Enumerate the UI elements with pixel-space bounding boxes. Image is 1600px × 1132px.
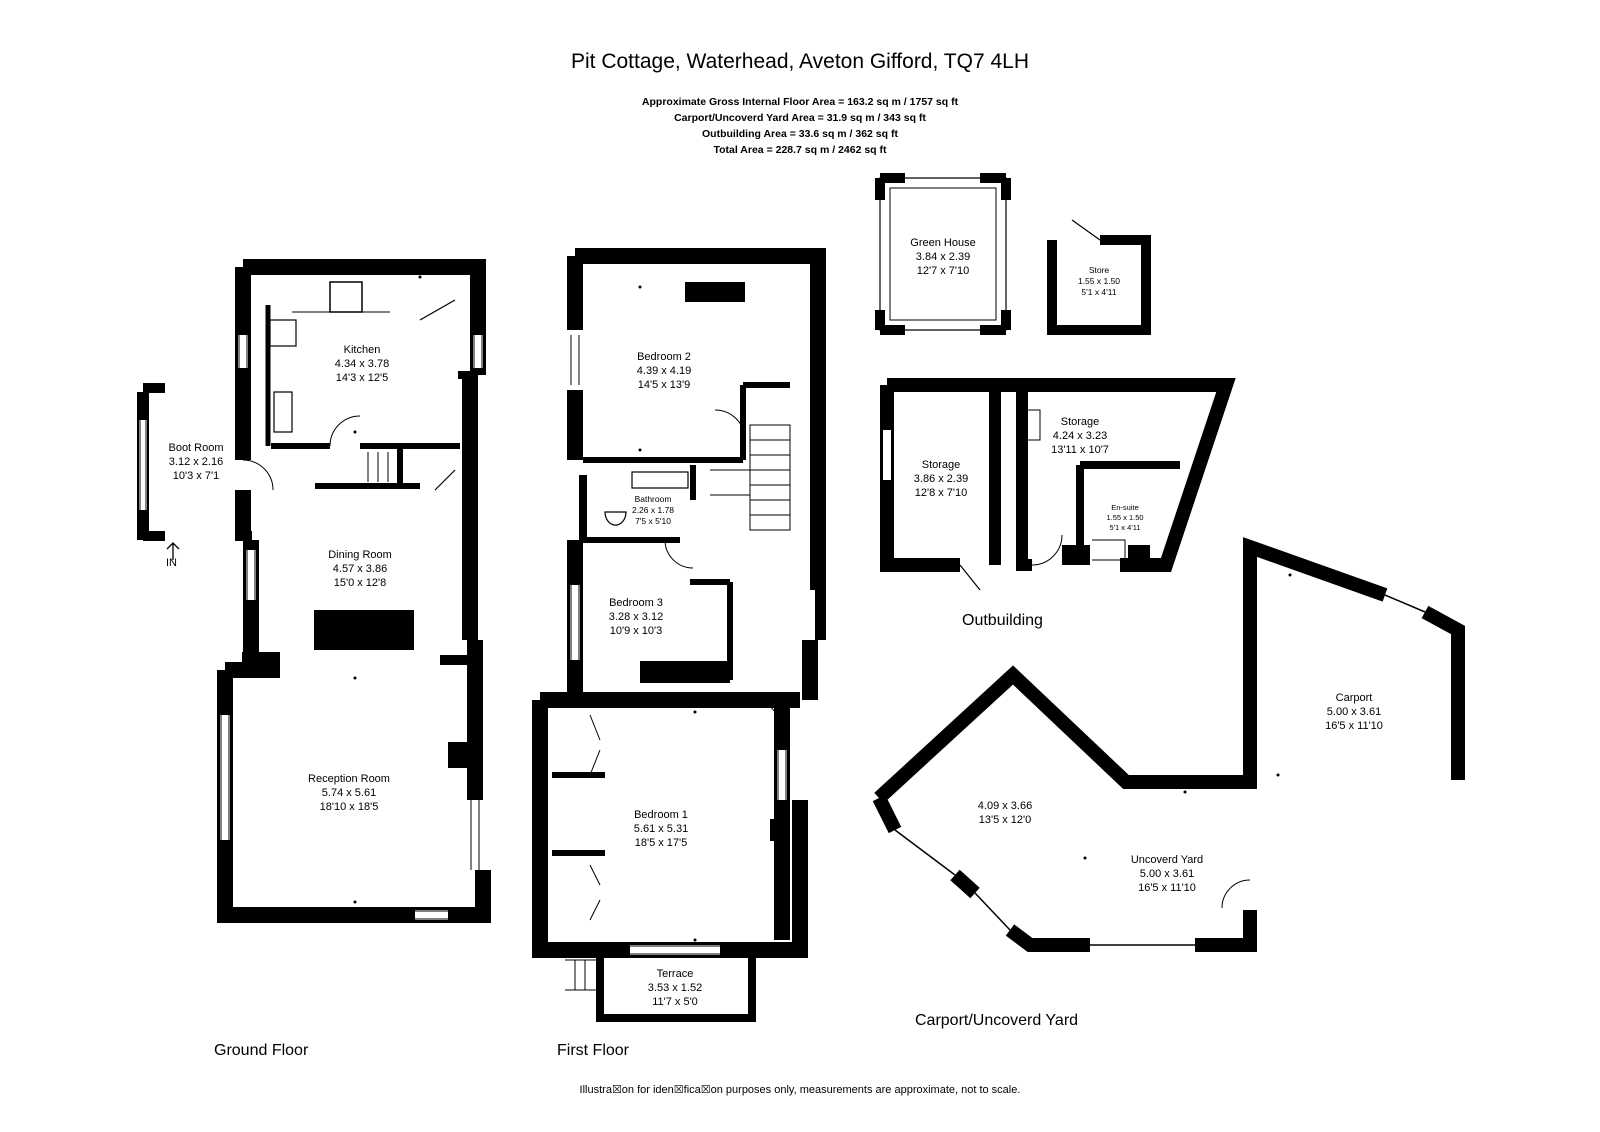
room-metric: 4.57 x 3.86 (332, 563, 388, 575)
room-metric: 1.55 x 1.50 (1106, 513, 1144, 522)
room-name: Boot Room (168, 442, 224, 454)
room-label-reception-room: Reception Room 5.74 x 5.61 18'10 x 18'5 (308, 772, 390, 814)
room-imperial: 13'11 x 10'7 (1051, 444, 1109, 456)
room-label-carport: Carport 5.00 x 3.61 16'5 x 11'10 (1325, 691, 1383, 733)
room-name: Dining Room (328, 549, 392, 561)
entrance-label: IN (166, 557, 177, 569)
room-name: Bedroom 3 (609, 597, 663, 609)
room-name: Storage (921, 459, 961, 471)
area-line-outbuilding: Outbuilding Area = 33.6 sq m / 362 sq ft (702, 128, 898, 140)
room-name: Storage (1060, 416, 1100, 428)
room-label-storage-left: Storage 3.86 x 2.39 12'8 x 7'10 (914, 458, 968, 500)
room-label-bedroom-1: Bedroom 1 5.61 x 5.31 18'5 x 17'5 (634, 808, 688, 850)
room-label-green-house: Green House 3.84 x 2.39 12'7 x 7'10 (910, 236, 975, 278)
measurement-marks (353, 275, 1292, 942)
area-line-total: Total Area = 228.7 sq m / 2462 sq ft (713, 144, 887, 156)
room-imperial: 5'1 x 4'11 (1081, 287, 1117, 297)
room-imperial: 15'0 x 12'8 (333, 577, 387, 589)
room-imperial: 13'5 x 12'0 (978, 814, 1032, 826)
room-imperial: 14'5 x 13'9 (637, 379, 691, 391)
green-house-plan (875, 173, 1011, 335)
room-label-bathroom: Bathroom 2.26 x 1.78 7'5 x 5'10 (632, 494, 674, 527)
room-label-kitchen: Kitchen 4.34 x 3.78 14'3 x 12'5 (335, 343, 389, 385)
room-imperial: 16'5 x 11'10 (1325, 720, 1383, 732)
room-name: Bedroom 1 (634, 809, 688, 821)
room-metric: 5.00 x 3.61 (1139, 868, 1195, 880)
room-label-bedroom-3: Bedroom 3 3.28 x 3.12 10'9 x 10'3 (609, 596, 663, 638)
room-metric: 3.12 x 2.16 (168, 456, 224, 468)
ground-floor-label: Ground Floor (214, 1042, 309, 1059)
room-label-store: Store 1.55 x 1.50 5'1 x 4'11 (1078, 265, 1120, 298)
room-name: Carport (1335, 692, 1373, 704)
room-metric: 3.28 x 3.12 (608, 611, 664, 623)
room-metric: 3.84 x 2.39 (915, 251, 971, 263)
room-label-bedroom-2: Bedroom 2 4.39 x 4.19 14'5 x 13'9 (637, 350, 691, 392)
room-imperial: 10'3 x 7'1 (172, 470, 220, 482)
room-imperial: 18'5 x 17'5 (634, 837, 688, 849)
room-name: Uncoverd Yard (1130, 854, 1204, 866)
area-line-carport-yard: Carport/Uncoverd Yard Area = 31.9 sq m /… (674, 112, 926, 124)
area-line-gross-internal: Approximate Gross Internal Floor Area = … (641, 96, 959, 108)
room-imperial: 18'10 x 18'5 (319, 801, 379, 813)
carport-yard-plan (872, 537, 1465, 952)
room-imperial: 7'5 x 5'10 (635, 516, 671, 526)
room-imperial: 10'9 x 10'3 (609, 625, 663, 637)
room-label-uncoverd-yard: Uncoverd Yard 5.00 x 3.61 16'5 x 11'10 (1131, 853, 1203, 895)
room-metric: 4.09 x 3.66 (977, 800, 1033, 812)
outbuilding-label: Outbuilding (962, 612, 1043, 629)
page-title: Pit Cottage, Waterhead, Aveton Gifford, … (571, 50, 1029, 73)
room-metric: 5.00 x 3.61 (1326, 706, 1382, 718)
room-metric: 3.53 x 1.52 (647, 982, 703, 994)
room-metric: 4.24 x 3.23 (1052, 430, 1108, 442)
room-name: Green House (910, 237, 976, 249)
room-metric: 2.26 x 1.78 (631, 505, 675, 515)
room-label-dining-room: Dining Room 4.57 x 3.86 15'0 x 12'8 (328, 548, 392, 590)
room-metric: 4.39 x 4.19 (636, 365, 692, 377)
room-imperial: 11'7 x 5'0 (652, 996, 698, 1008)
room-name: Store (1088, 265, 1110, 275)
room-label-en-suite: En-suite 1.55 x 1.50 5'1 x 4'11 (1106, 503, 1143, 533)
carport-yard-label: Carport/Uncoverd Yard (915, 1012, 1079, 1029)
room-metric: 3.86 x 2.39 (913, 473, 969, 485)
room-label-boot-room: Boot Room 3.12 x 2.16 10'3 x 7'1 (168, 441, 223, 483)
room-imperial: 16'5 x 11'10 (1138, 882, 1196, 894)
room-name: Terrace (656, 968, 694, 980)
room-metric: 5.61 x 5.31 (633, 823, 689, 835)
room-metric: 5.74 x 5.61 (321, 787, 377, 799)
outbuilding-plan (880, 378, 1236, 591)
room-name: Kitchen (343, 344, 381, 356)
first-floor-label: First Floor (557, 1042, 629, 1059)
room-name: Bathroom (634, 494, 672, 504)
room-label-yard-area: 4.09 x 3.66 13'5 x 12'0 (978, 799, 1032, 827)
disclaimer-text: Illustra☒on for iden☒fica☒on purposes on… (579, 1084, 1021, 1096)
room-imperial: 12'8 x 7'10 (914, 487, 968, 499)
room-metric: 4.34 x 3.78 (334, 358, 390, 370)
ground-floor-plan (137, 259, 491, 923)
room-imperial: 5'1 x 4'11 (1109, 523, 1141, 532)
room-metric: 1.55 x 1.50 (1077, 276, 1121, 286)
room-imperial: 12'7 x 7'10 (916, 265, 970, 277)
room-imperial: 14'3 x 12'5 (335, 372, 389, 384)
room-name: En-suite (1111, 503, 1139, 512)
room-name: Bedroom 2 (637, 351, 691, 363)
room-label-terrace: Terrace 3.53 x 1.52 11'7 x 5'0 (648, 967, 702, 1009)
room-label-storage-right: Storage 4.24 x 3.23 13'11 x 10'7 (1051, 415, 1109, 457)
store-plan (1047, 219, 1151, 335)
first-floor-plan (532, 248, 826, 1022)
room-name: Reception Room (308, 773, 390, 785)
